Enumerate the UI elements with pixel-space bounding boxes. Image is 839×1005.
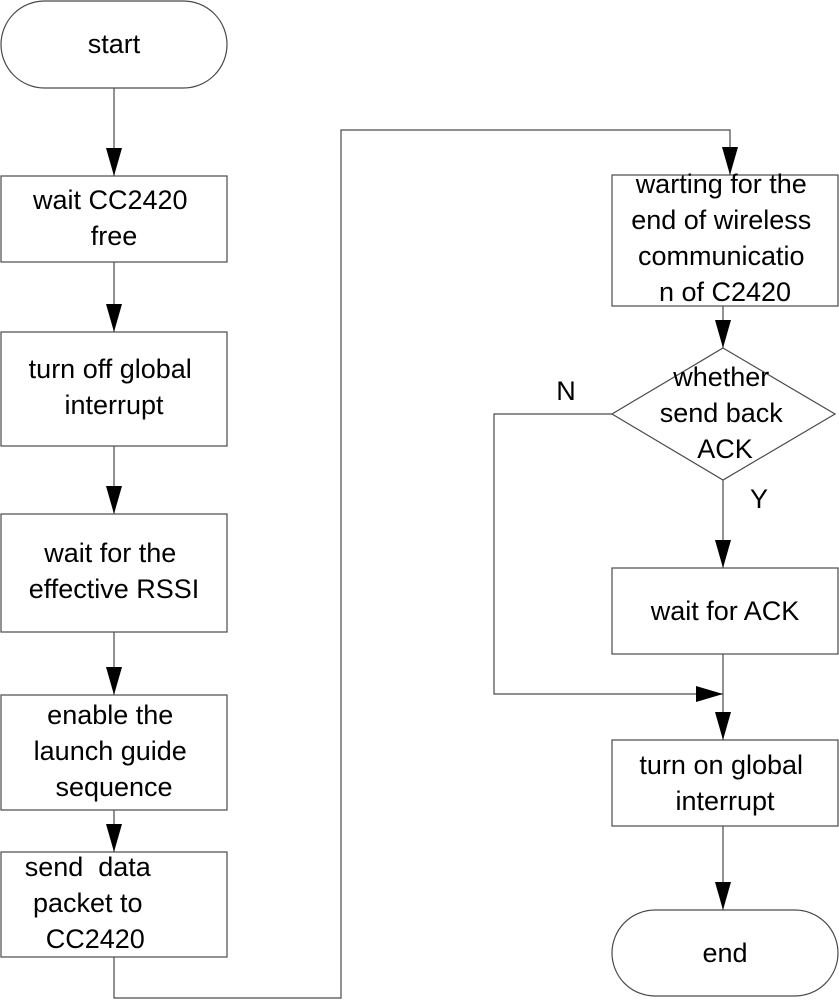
waiting-end-line-2: end of wireless — [631, 205, 811, 235]
turn-on-interrupt-box: turn on global interrupt — [611, 739, 839, 827]
enable-launch-line-2: launch guide — [34, 736, 187, 766]
svg-text:warting for the end of w: warting for the end of wireless communic… — [631, 169, 819, 307]
wait-rssi-box: wait for the effective RSSI — [0, 513, 228, 633]
arrowhead-to-wait — [106, 148, 122, 176]
svg-text:wait for the effective R: wait for the effective RSSI — [29, 538, 200, 604]
arrowhead-to-waiting — [722, 147, 738, 175]
start-terminal: start — [0, 0, 228, 89]
waiting-end-box: warting for the end of wireless communic… — [611, 169, 839, 307]
svg-text:enable the launch guide: enable the launch guide sequence — [34, 700, 195, 802]
arrowhead-to-rssi — [106, 486, 122, 514]
arrowhead-no-merge — [696, 686, 723, 702]
waiting-end-line-3: communicatio — [638, 241, 805, 271]
wait-ack-label: wait for ACK — [650, 596, 800, 626]
end-label: end — [702, 938, 747, 968]
wait-cc2420-box: wait CC2420 free — [0, 175, 228, 263]
svg-text:wait CC2420 free: wait CC2420 free — [32, 185, 195, 251]
send-packet-line-2: packet to — [33, 888, 143, 918]
wait-cc2420-line-2: free — [91, 221, 138, 251]
decision-line-2: send back — [660, 398, 784, 428]
send-packet-line-3: CC2420 — [46, 924, 145, 954]
arrowhead-to-ack — [715, 540, 731, 568]
end-terminal: end — [611, 909, 839, 997]
turn-on-line-1: turn on global — [639, 750, 803, 780]
waiting-end-line-4: n of C2420 — [659, 277, 791, 307]
send-packet-line-1: send data — [25, 852, 152, 882]
turn-on-line-2: interrupt — [675, 786, 775, 816]
svg-text:turn off global interrup: turn off global interrupt — [29, 354, 200, 420]
decision-line-1: whether — [672, 362, 769, 392]
svg-text:send data packet to: send data packet to CC2420 — [0, 0, 203, 954]
arrowhead-to-turnoff — [106, 304, 122, 332]
enable-launch-box: enable the launch guide sequence — [0, 694, 228, 811]
arrowhead-to-turnon — [715, 712, 731, 740]
wait-rssi-line-1: wait for the — [43, 538, 176, 568]
svg-text:whether send back: whether send back ACK — [660, 362, 791, 464]
arrowheads — [106, 147, 738, 910]
wait-ack-box: wait for ACK — [611, 567, 839, 655]
waiting-end-line-1: warting for the — [635, 169, 807, 199]
turn-off-line-1: turn off global — [29, 354, 192, 384]
enable-launch-line-1: enable the — [47, 700, 173, 730]
connector-decision-no — [493, 413, 723, 695]
send-packet-box: send data packet to CC2420 — [0, 0, 228, 958]
arrowhead-to-send — [106, 824, 122, 852]
wait-rssi-line-2: effective RSSI — [29, 574, 200, 604]
turn-off-interrupt-box: turn off global interrupt — [0, 331, 228, 447]
turn-off-line-2: interrupt — [64, 390, 164, 420]
svg-text:turn on global interrupt: turn on global interrupt — [639, 750, 810, 816]
connector-send-to-waiting — [113, 129, 731, 999]
yes-branch-label: Y — [750, 484, 768, 514]
wait-cc2420-line-1: wait CC2420 — [32, 185, 188, 215]
arrowhead-to-decision — [715, 320, 731, 348]
arrowhead-to-enable — [106, 667, 122, 695]
no-branch-label: N — [556, 376, 576, 406]
arrowhead-to-end — [715, 882, 731, 910]
decision-line-3: ACK — [697, 434, 753, 464]
send-ack-decision: whether send back ACK — [610, 347, 837, 481]
enable-launch-line-3: sequence — [55, 772, 172, 802]
start-label: start — [88, 29, 141, 59]
